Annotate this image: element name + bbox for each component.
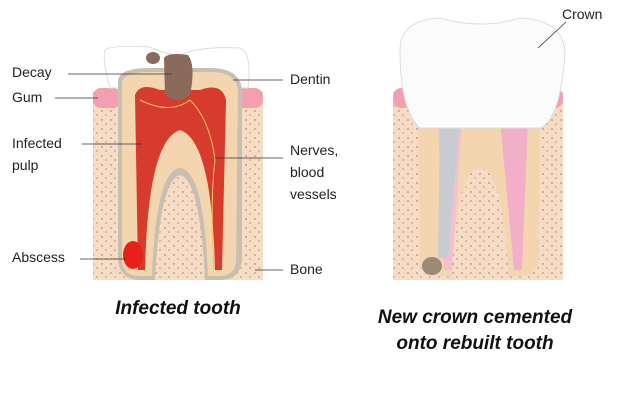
gum [93, 88, 121, 108]
label-nerves-1: Nerves, [290, 142, 339, 158]
label-infected-pulp-2: pulp [12, 157, 39, 173]
title-infected-tooth: Infected tooth [115, 298, 241, 319]
label-decay: Decay [12, 64, 52, 80]
abscess [123, 241, 143, 269]
label-abscess: Abscess [12, 249, 65, 265]
nerves [139, 99, 216, 271]
title-crown-2: onto rebuilt tooth [396, 333, 554, 354]
label-crown: Crown [562, 6, 603, 22]
infected-pulp [135, 86, 226, 270]
label-nerves-3: vessels [290, 186, 337, 202]
label-gum: Gum [12, 89, 43, 105]
decay [164, 54, 193, 100]
post [438, 120, 460, 258]
crowned-tooth-illustration [393, 17, 567, 280]
title-crown-1: New crown cemented [377, 307, 573, 328]
label-dentin: Dentin [290, 71, 331, 87]
filled-canal [500, 120, 528, 270]
label-nerves-2: blood [290, 164, 325, 180]
label-infected-pulp-1: Infected [12, 135, 62, 151]
label-bone: Bone [290, 261, 323, 277]
infected-tooth-illustration [55, 45, 283, 280]
crown [399, 17, 566, 129]
